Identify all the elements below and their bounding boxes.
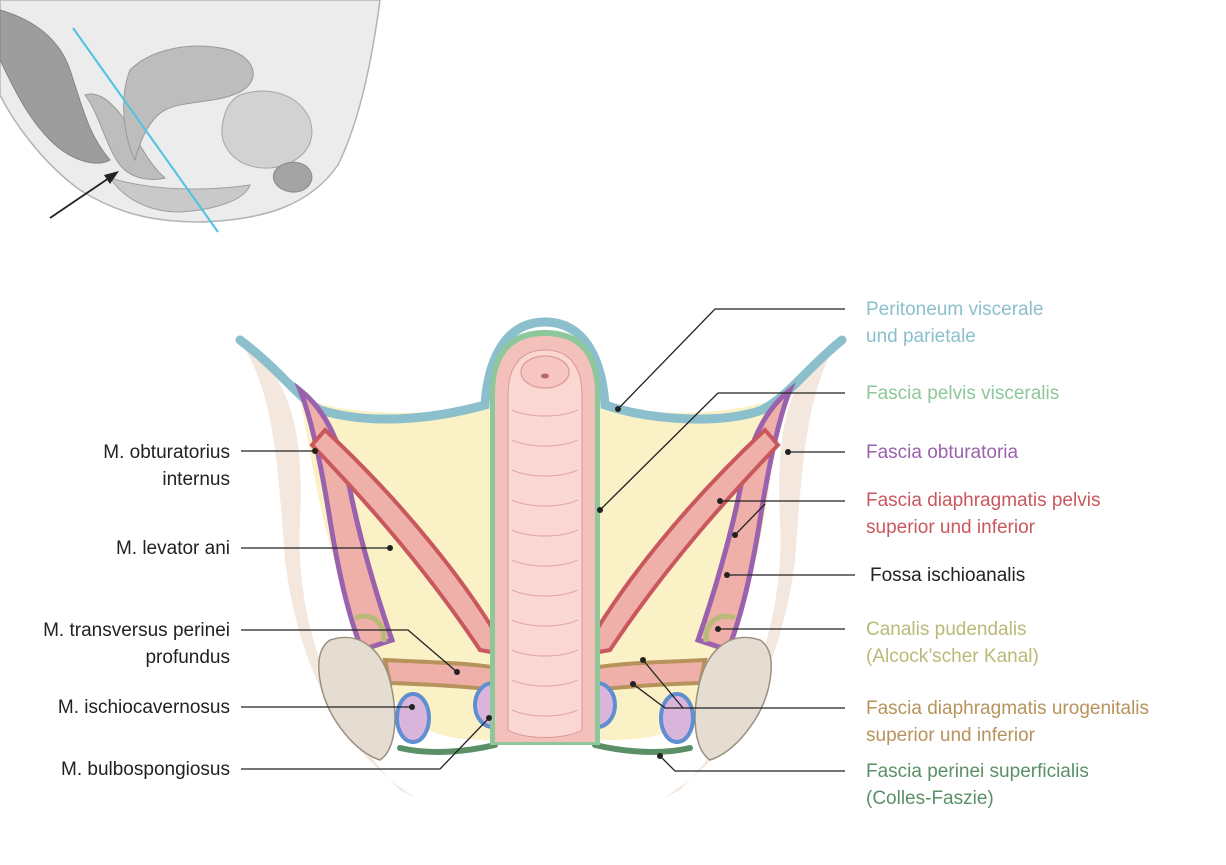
label-fascia-perinei-superficialis: Fascia perinei superficialis (Colles-Fas… bbox=[866, 758, 1089, 812]
colles-fascia-right bbox=[592, 742, 693, 755]
inset-uterus bbox=[123, 45, 254, 162]
label-peritoneum: Peritoneum viscerale und parietale bbox=[866, 296, 1043, 350]
leader-transversus-dot bbox=[454, 669, 460, 675]
label-peritoneum-line2: und parietale bbox=[866, 326, 976, 347]
label-ischiocavernosus: M. ischiocavernosus bbox=[58, 694, 230, 721]
label-fascia-perinei-superficialis-line2: (Colles-Faszie) bbox=[866, 788, 994, 809]
leader-obturatorius-dot bbox=[312, 448, 318, 454]
inset-pointer-arrow bbox=[49, 175, 113, 219]
label-fascia-diaphragmatis-urogenitalis-line1: Fascia diaphragmatis urogenitalis bbox=[866, 698, 1150, 719]
label-canalis-pudendalis: Canalis pudendalis (Alcock’scher Kanal) bbox=[866, 616, 1039, 670]
label-peritoneum-line1: Peritoneum viscerale bbox=[866, 299, 1044, 320]
label-transversus-line1: M. transversus perinei bbox=[43, 620, 230, 641]
inset-rectum bbox=[84, 93, 167, 180]
coronal-section bbox=[235, 317, 847, 800]
inset-bladder bbox=[221, 90, 313, 169]
label-fascia-pelvis-visceralis-line1: Fascia pelvis visceralis bbox=[866, 383, 1060, 404]
leader-ischiocavernosus-dot bbox=[409, 704, 415, 710]
label-obturatorius: M. obturatorius internus bbox=[103, 439, 230, 493]
inset-section-line bbox=[72, 27, 219, 233]
label-levator-ani-line1: M. levator ani bbox=[115, 538, 230, 559]
subcutis-right bbox=[660, 338, 840, 800]
label-fascia-perinei-superficialis-line1: Fascia perinei superficialis bbox=[866, 761, 1089, 782]
label-fascia-diaphragmatis-pelvis-line1: Fascia diaphragmatis pelvis bbox=[866, 490, 1101, 511]
leader-levator-dot bbox=[387, 545, 393, 551]
label-fossa-ischioanalis: Fossa ischioanalis bbox=[870, 562, 1025, 589]
colles-fascia-left bbox=[397, 742, 498, 755]
inset-perineum bbox=[108, 177, 251, 213]
label-transversus: M. transversus perinei profundus bbox=[43, 617, 230, 671]
rectum-lumen bbox=[507, 349, 583, 738]
label-bulbospongiosus: M. bulbospongiosus bbox=[61, 756, 230, 783]
ischiocavernosus-right bbox=[659, 692, 695, 744]
inset-pubis bbox=[273, 161, 313, 193]
label-transversus-line2: profundus bbox=[145, 647, 230, 668]
label-obturatorius-line2: internus bbox=[162, 469, 230, 490]
label-obturatorius-line1: M. obturatorius bbox=[103, 442, 230, 463]
inset-pointer-arrowhead bbox=[104, 171, 119, 184]
leader-fascia-urogenitalis-2 bbox=[632, 683, 683, 709]
rectum-top-opening bbox=[520, 355, 570, 389]
label-ischiocavernosus-line1: M. ischiocavernosus bbox=[57, 697, 230, 718]
canalis-pudendalis-left bbox=[354, 613, 387, 643]
label-fascia-diaphragmatis-pelvis-line2: superior und inferior bbox=[866, 517, 1035, 538]
canalis-pudendalis-right bbox=[703, 613, 736, 643]
rectum-folds bbox=[511, 409, 579, 717]
ischial-bone-left bbox=[317, 636, 396, 761]
label-fascia-diaphragmatis-urogenitalis: Fascia diaphragmatis urogenitalis superi… bbox=[866, 695, 1149, 749]
leader-lines-right bbox=[597, 308, 855, 772]
ischial-bone-right bbox=[694, 636, 773, 761]
label-fossa-ischioanalis-line1: Fossa ischioanalis bbox=[870, 565, 1026, 586]
inset-sacrum bbox=[0, 9, 111, 164]
label-canalis-pudendalis-line1: Canalis pudendalis bbox=[866, 619, 1027, 640]
label-levator-ani: M. levator ani bbox=[116, 535, 230, 562]
leader-transversus bbox=[241, 629, 458, 673]
label-fascia-diaphragmatis-urogenitalis-line2: superior und inferior bbox=[866, 725, 1035, 746]
label-fascia-pelvis-visceralis: Fascia pelvis visceralis bbox=[866, 380, 1059, 407]
rectum-top-dot bbox=[541, 373, 549, 379]
label-fascia-diaphragmatis-pelvis: Fascia diaphragmatis pelvis superior und… bbox=[866, 487, 1100, 541]
leader-peritoneum bbox=[617, 308, 845, 410]
subcutis-left bbox=[238, 338, 420, 800]
leader-bulbospongiosus-dot bbox=[486, 715, 492, 721]
label-canalis-pudendalis-line2: (Alcock’scher Kanal) bbox=[866, 646, 1039, 667]
leader-fascia-perinei bbox=[659, 755, 845, 772]
sagittal-inset bbox=[0, 0, 381, 233]
label-bulbospongiosus-line1: M. bulbospongiosus bbox=[61, 759, 230, 780]
leader-bulbospongiosus bbox=[241, 717, 490, 770]
label-fascia-obturatoria-line1: Fascia obturatoria bbox=[866, 442, 1019, 463]
label-fascia-obturatoria: Fascia obturatoria bbox=[866, 439, 1018, 466]
ischiocavernosus-left bbox=[395, 692, 431, 744]
leader-fascia-visceralis bbox=[599, 392, 845, 511]
leader-fascia-diaphragmatis-pelvis-2 bbox=[734, 503, 766, 536]
leader-lines-left bbox=[241, 448, 492, 770]
